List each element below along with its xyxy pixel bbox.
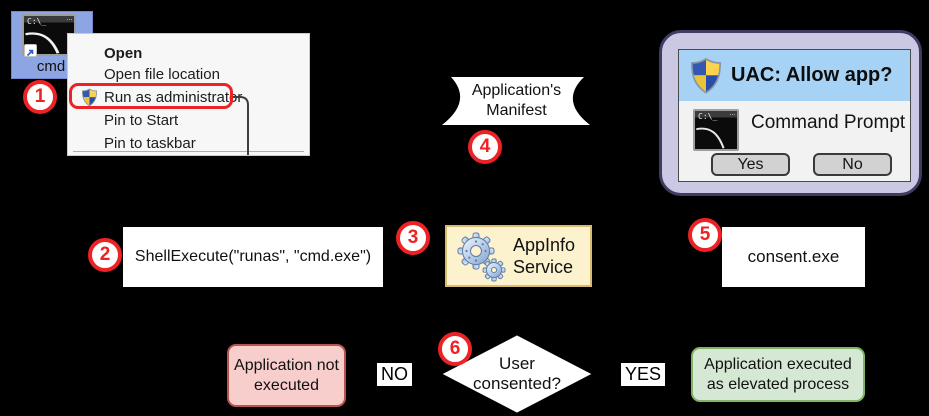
command-prompt-icon: C:\_ ··· bbox=[693, 109, 739, 151]
menu-item-open[interactable]: Open bbox=[104, 45, 143, 62]
outcome-elevated: Application executed as elevated process bbox=[691, 347, 865, 402]
uac-shield-icon bbox=[81, 88, 98, 107]
terminal-prompt-text: C:\_ bbox=[698, 112, 718, 121]
manifest-label: Application's Manifest bbox=[471, 82, 562, 119]
uac-dialog-frame: UAC: Allow app? C:\_ ··· Command Prompt … bbox=[659, 30, 922, 196]
step-badge-6: 6 bbox=[438, 332, 472, 366]
edge-label-no: NO bbox=[377, 363, 412, 386]
terminal-dots: ··· bbox=[66, 14, 73, 24]
uac-no-button[interactable]: No bbox=[813, 153, 892, 176]
uac-app-name: Command Prompt bbox=[751, 112, 906, 133]
decision-question: User consented? bbox=[473, 353, 561, 393]
shortcut-arrow-icon bbox=[24, 44, 37, 57]
step-badge-4: 4 bbox=[468, 130, 502, 164]
menu-item-pin-to-taskbar[interactable]: Pin to taskbar bbox=[104, 135, 196, 152]
context-menu: Open Open file location Run as administr… bbox=[67, 33, 310, 156]
edge-label-yes: YES bbox=[621, 363, 666, 386]
uac-shield-icon bbox=[690, 57, 722, 94]
uac-dialog-header: UAC: Allow app? bbox=[679, 50, 910, 101]
step-badge-1: 1 bbox=[23, 80, 57, 114]
step-badge-2: 2 bbox=[88, 238, 122, 272]
appinfo-service-box: AppInfo Service bbox=[445, 225, 592, 287]
menu-separator bbox=[73, 151, 304, 152]
menu-item-open-file-location[interactable]: Open file location bbox=[104, 66, 220, 83]
terminal-swoosh bbox=[696, 127, 725, 149]
consent-exe-box: consent.exe bbox=[722, 227, 865, 287]
appinfo-label: AppInfo Service bbox=[513, 234, 576, 278]
menu-item-run-as-administrator[interactable]: Run as administrator bbox=[104, 89, 243, 106]
uac-dialog: UAC: Allow app? C:\_ ··· Command Prompt … bbox=[678, 49, 911, 182]
terminal-dots: ··· bbox=[729, 109, 736, 119]
cmd-icon-label: cmd bbox=[36, 58, 66, 75]
shellexecute-box: ShellExecute("runas", "cmd.exe") bbox=[123, 227, 383, 287]
manifest-ribbon-shape bbox=[442, 77, 590, 125]
menu-item-pin-to-start[interactable]: Pin to Start bbox=[104, 112, 179, 129]
uac-yes-button[interactable]: Yes bbox=[711, 153, 790, 176]
step-badge-3: 3 bbox=[396, 221, 430, 255]
terminal-swoosh bbox=[25, 32, 60, 54]
outcome-not-executed: Application not executed bbox=[227, 344, 346, 407]
run-as-admin-highlight bbox=[69, 83, 233, 109]
step-badge-5: 5 bbox=[688, 218, 722, 252]
uac-dialog-title: UAC: Allow app? bbox=[731, 64, 893, 86]
gears-icon bbox=[457, 232, 506, 282]
terminal-prompt-text: C:\_ bbox=[27, 17, 47, 26]
decision-diamond-shape bbox=[438, 332, 596, 416]
